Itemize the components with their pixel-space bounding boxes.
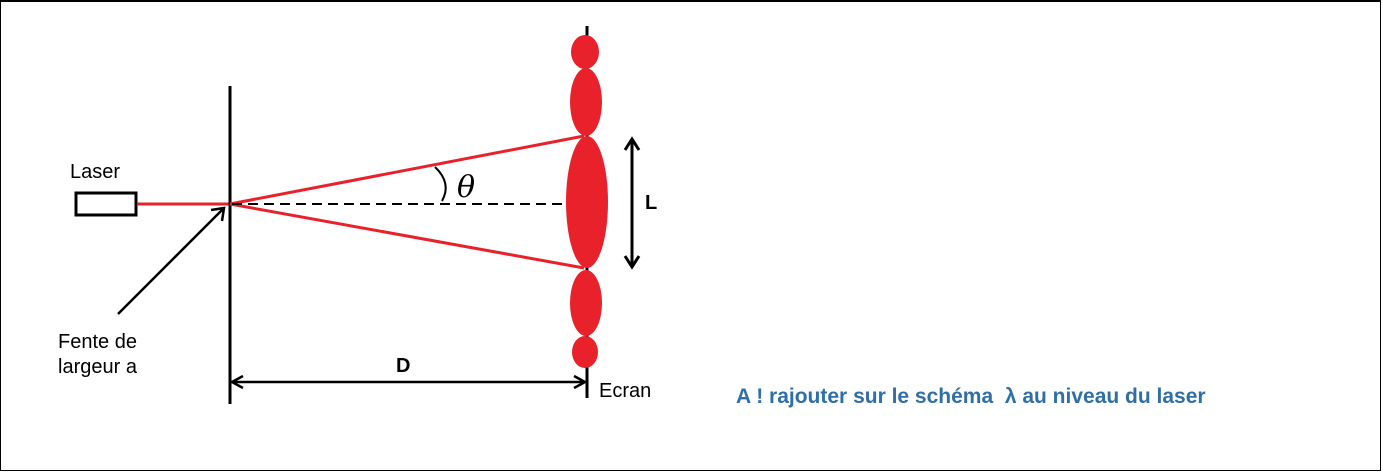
spot-bottom-2 xyxy=(572,336,598,368)
distance-arrow xyxy=(229,374,588,390)
theta-label: θ xyxy=(457,170,475,205)
spot-top-2 xyxy=(571,35,599,69)
upper-diffracted-beam xyxy=(229,134,585,206)
spot-width-label: L xyxy=(645,192,657,214)
slit-pointer-arrow xyxy=(117,206,226,315)
spot-top-1 xyxy=(570,68,602,136)
angle-arc xyxy=(434,166,447,202)
diffraction-pattern xyxy=(566,35,608,368)
laser-box xyxy=(74,191,138,217)
spot-width-arrow xyxy=(623,136,641,270)
screen-label: Ecran xyxy=(599,380,651,402)
spot-bottom-1 xyxy=(570,270,602,336)
instruction-note: A ! rajouter sur le schéma λ au niveau d… xyxy=(736,385,1206,408)
slit-label-line1: Fente de xyxy=(58,331,137,353)
slit-label-line2: largeur a xyxy=(58,356,138,378)
lower-diffracted-beam xyxy=(229,202,585,270)
distance-label: D xyxy=(396,355,410,377)
laser-label: Laser xyxy=(70,161,120,183)
central-spot xyxy=(566,136,608,268)
